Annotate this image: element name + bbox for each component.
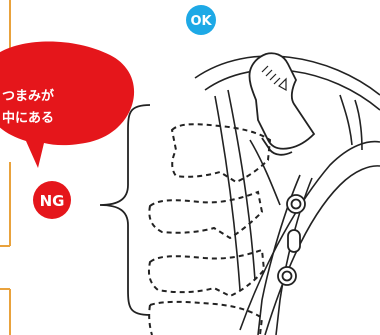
- device-outline: [194, 55, 380, 335]
- side-buttons: [277, 194, 306, 286]
- ok-badge: OK: [186, 5, 216, 35]
- callout-line-1: つまみが: [2, 88, 54, 104]
- knob-ok-position: [248, 52, 316, 156]
- callout-line-2: 中にある: [2, 110, 54, 126]
- ng-label: NG: [40, 192, 65, 210]
- curly-brace: [99, 104, 151, 316]
- ng-badge: NG: [33, 181, 71, 219]
- knob-ghost-ng: [148, 123, 272, 335]
- callout-bubble: つまみが 中にある: [0, 41, 134, 168]
- ok-label: OK: [190, 14, 212, 29]
- knob-arrow-marks: [261, 65, 287, 92]
